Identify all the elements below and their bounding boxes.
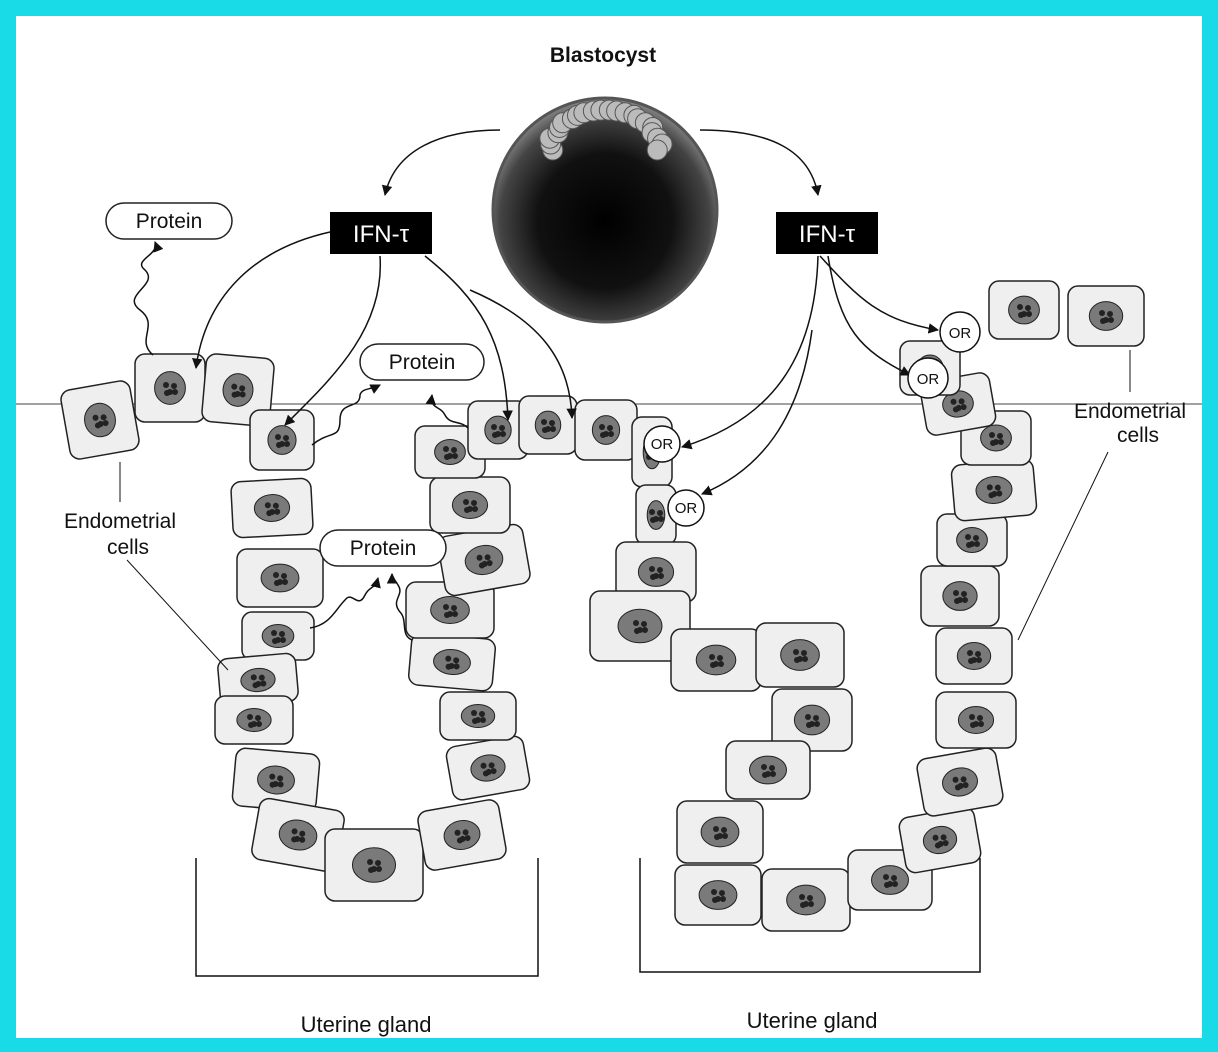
endometrial-label-right-2: cells [1117, 424, 1159, 447]
endometrial-cell [937, 514, 1007, 566]
cell-layer [59, 281, 1144, 931]
receptor-4: OR [908, 358, 948, 398]
blastocyst-label: Blastocyst [550, 44, 656, 67]
receptor-label: OR [651, 436, 674, 453]
endometrial-cell [408, 632, 496, 691]
endometrial-cell [436, 523, 531, 597]
receptor-label: OR [917, 371, 940, 388]
endometrial-cell [936, 692, 1016, 748]
protein-label-middle: Protein [389, 351, 456, 374]
receptor-label: OR [949, 325, 972, 342]
endometrial-cell [242, 612, 314, 660]
endometrial-cell [215, 696, 293, 744]
endometrial-cell [135, 354, 205, 422]
protein-label-bottom: Protein [350, 537, 417, 560]
endometrial-cell [440, 692, 516, 740]
ifn-label-left: IFN-τ [353, 221, 410, 248]
protein-pill-bottom: Protein [320, 530, 446, 566]
ifn-box-left: IFN-τ [330, 212, 432, 254]
protein-pill-middle: Protein [360, 344, 484, 380]
endometrial-cell [989, 281, 1059, 339]
uterine-gland-label-right: Uterine gland [747, 1008, 878, 1033]
endometrial-cell [59, 379, 140, 460]
endometrial-label-left-2: cells [107, 536, 149, 559]
endometrial-label-right-1: Endometrial [1074, 400, 1186, 423]
ifn-label-right: IFN-τ [799, 221, 856, 248]
endometrial-cell [916, 746, 1005, 817]
endometrial-cell [951, 459, 1038, 522]
endometrial-cell [237, 549, 323, 607]
endometrial-cell [675, 865, 761, 925]
endometrial-cell [936, 628, 1012, 684]
protein-label-top: Protein [136, 210, 203, 233]
icm-cell [647, 140, 667, 160]
endometrial-cell [921, 566, 999, 626]
endometrial-cell [762, 869, 850, 931]
endometrial-cell [445, 735, 531, 802]
endometrial-cell [325, 829, 423, 901]
endometrial-cell [898, 806, 983, 874]
endometrial-cell [726, 741, 810, 799]
blastocyst [493, 98, 717, 322]
endometrial-cell [231, 478, 314, 538]
receptor-1: OR [644, 426, 680, 462]
endometrial-cell [677, 801, 763, 863]
receptor-3: OR [940, 312, 980, 352]
endometrial-cell [756, 623, 844, 687]
endometrial-cell [519, 396, 577, 454]
receptor-2: OR [668, 490, 704, 526]
endometrial-cell [1068, 286, 1144, 346]
endometrial-cell [250, 410, 314, 470]
endometrial-cell [430, 477, 510, 533]
ifn-box-right: IFN-τ [776, 212, 878, 254]
endometrial-label-left-1: Endometrial [64, 510, 176, 533]
endometrial-cell [416, 798, 507, 871]
endometrial-cell [575, 400, 637, 460]
endometrial-cell [671, 629, 761, 691]
uterine-gland-label-left: Uterine gland [301, 1012, 432, 1037]
receptor-label: OR [675, 500, 698, 517]
leader-line-left-2 [127, 560, 228, 670]
protein-pill-top: Protein [106, 203, 232, 239]
